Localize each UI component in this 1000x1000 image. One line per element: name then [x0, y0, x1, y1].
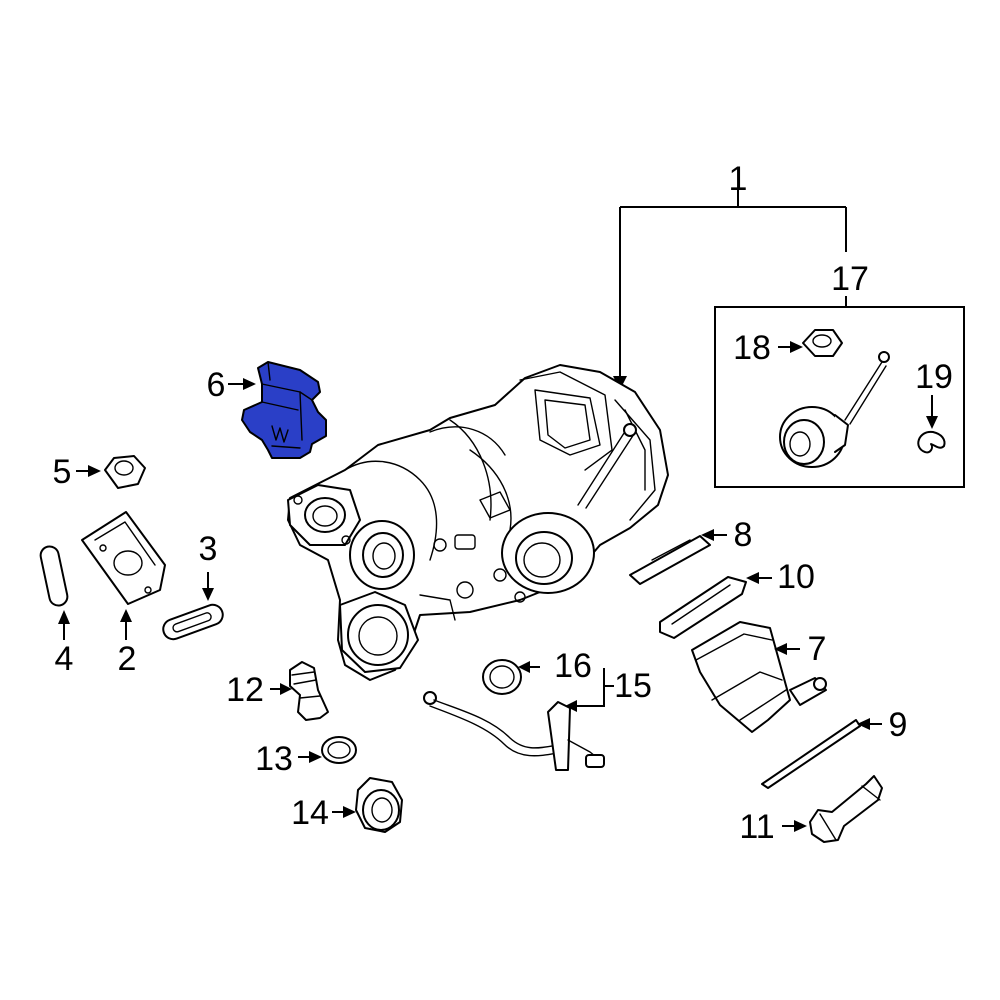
part-4-pin	[39, 545, 69, 607]
callout-8: 8	[734, 516, 753, 554]
callout-19: 19	[915, 358, 953, 396]
callout-1-bracket	[613, 190, 847, 390]
part-18-nut	[802, 329, 843, 357]
callout-3: 3	[199, 530, 218, 568]
part-13-o-ring	[321, 736, 357, 764]
part-6-body	[241, 361, 327, 459]
callout-16: 16	[554, 647, 592, 685]
kit-box	[714, 306, 965, 488]
part-8-gasket	[629, 535, 711, 585]
callout-10: 10	[777, 558, 815, 596]
part-6-solenoid-highlighted	[241, 361, 327, 459]
callout-5: 5	[53, 453, 72, 491]
callout-18: 18	[733, 329, 771, 367]
part-16-o-ring	[482, 659, 522, 695]
part-12-fitting	[289, 661, 329, 721]
callout-1: 1	[729, 160, 748, 198]
part-9-strip	[761, 719, 861, 789]
callout-12: 12	[226, 671, 264, 709]
callout-13: 13	[255, 740, 293, 778]
part-17-actuator	[779, 351, 890, 468]
callout-2: 2	[118, 640, 137, 678]
turbocharger-assembly	[287, 364, 669, 681]
callout-17: 17	[831, 260, 869, 298]
part-5-nut	[104, 455, 146, 489]
callout-6: 6	[207, 366, 226, 404]
part-14-bushing	[355, 777, 403, 833]
callout-7: 7	[808, 630, 827, 668]
callout-15: 15	[614, 667, 652, 705]
callout-4: 4	[55, 640, 74, 678]
part-11-stud	[809, 775, 883, 843]
part-3-slotted-pin	[162, 603, 224, 641]
callout-11: 11	[739, 808, 774, 846]
callout-14: 14	[291, 794, 329, 832]
part-10-gasket	[659, 576, 747, 639]
callout-9: 9	[889, 706, 908, 744]
part-7-boot	[691, 621, 827, 733]
part-15-oil-line	[423, 691, 605, 771]
part-19-clip	[917, 430, 946, 454]
part-2-gasket	[81, 511, 166, 605]
